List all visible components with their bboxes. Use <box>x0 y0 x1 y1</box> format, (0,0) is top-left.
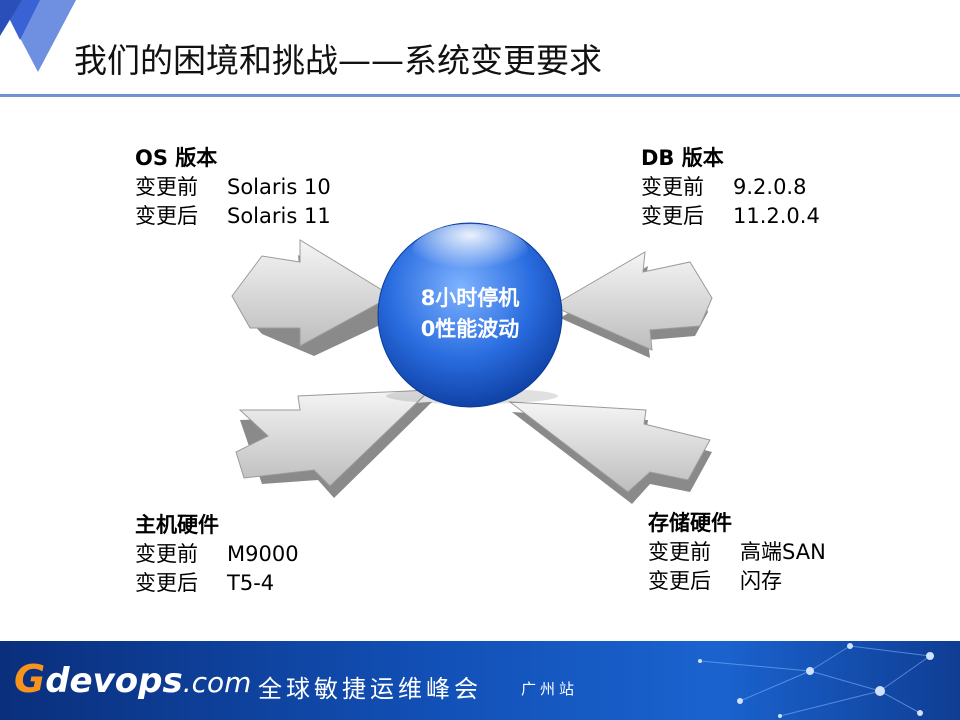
db-after-value: 11.2.0.4 <box>733 204 820 228</box>
hardware-before-row: 变更前 M9000 <box>135 540 299 569</box>
db-after-row: 变更后 11.2.0.4 <box>641 202 820 231</box>
hardware-before-value: M9000 <box>227 542 299 566</box>
storage-after-label: 变更后 <box>648 569 711 593</box>
os-before-row: 变更前 Solaris 10 <box>135 173 331 202</box>
hub-line-performance: 0性能波动 <box>420 317 520 341</box>
db-heading: DB 版本 <box>641 146 724 170</box>
db-before-row: 变更前 9.2.0.8 <box>641 173 820 202</box>
hardware-before-label: 变更前 <box>135 542 198 566</box>
os-heading: OS 版本 <box>135 146 218 170</box>
arrow-db-icon <box>550 251 713 358</box>
brand-g: G <box>14 657 46 701</box>
network-graphic-icon <box>698 643 934 718</box>
storage-before-value: 高端SAN <box>740 540 826 564</box>
storage-before-label: 变更前 <box>648 540 711 564</box>
convergence-diagram <box>231 222 713 504</box>
corner-logo-icon <box>0 0 76 72</box>
hardware-after-label: 变更后 <box>135 571 198 595</box>
arrow-hardware-icon <box>235 389 432 498</box>
db-before-label: 变更前 <box>641 175 704 199</box>
hub-line-downtime: 8小时停机 <box>420 286 520 310</box>
db-after-label: 变更后 <box>641 204 704 228</box>
os-before-label: 变更前 <box>135 175 198 199</box>
title-divider <box>0 94 960 97</box>
summit-city: 广州站 <box>521 680 579 698</box>
footer-banner: Gdevops.com 全球敏捷运维峰会 广州站 <box>0 641 960 720</box>
storage-after-value: 闪存 <box>740 569 782 593</box>
summit-name: 全球敏捷运维峰会 <box>258 675 482 703</box>
storage-hardware-block: 存储硬件 变更前 高端SAN 变更后 闪存 <box>648 509 826 596</box>
storage-before-row: 变更前 高端SAN <box>648 538 826 567</box>
db-before-value: 9.2.0.8 <box>733 175 807 199</box>
os-after-value: Solaris 11 <box>227 204 331 228</box>
gdevops-brand: Gdevops.com <box>14 657 251 701</box>
storage-after-row: 变更后 闪存 <box>648 567 826 596</box>
hardware-heading: 主机硬件 <box>135 513 219 537</box>
hub-label: 8小时停机 0性能波动 <box>395 283 545 345</box>
page-title: 我们的困境和挑战——系统变更要求 <box>74 41 602 80</box>
brand-name: devops <box>45 661 183 701</box>
brand-domain: .com <box>182 666 252 699</box>
host-hardware-block: 主机硬件 变更前 M9000 变更后 T5-4 <box>135 511 299 598</box>
arrow-storage-icon <box>508 401 712 504</box>
os-after-row: 变更后 Solaris 11 <box>135 202 331 231</box>
db-version-block: DB 版本 变更前 9.2.0.8 变更后 11.2.0.4 <box>641 144 820 231</box>
storage-heading: 存储硬件 <box>648 511 732 535</box>
hardware-after-value: T5-4 <box>227 571 275 595</box>
os-before-value: Solaris 10 <box>227 175 331 199</box>
os-after-label: 变更后 <box>135 204 198 228</box>
hub-sphere <box>377 222 563 408</box>
hardware-after-row: 变更后 T5-4 <box>135 569 299 598</box>
os-version-block: OS 版本 变更前 Solaris 10 变更后 Solaris 11 <box>135 144 331 231</box>
arrow-os-icon <box>231 239 394 356</box>
